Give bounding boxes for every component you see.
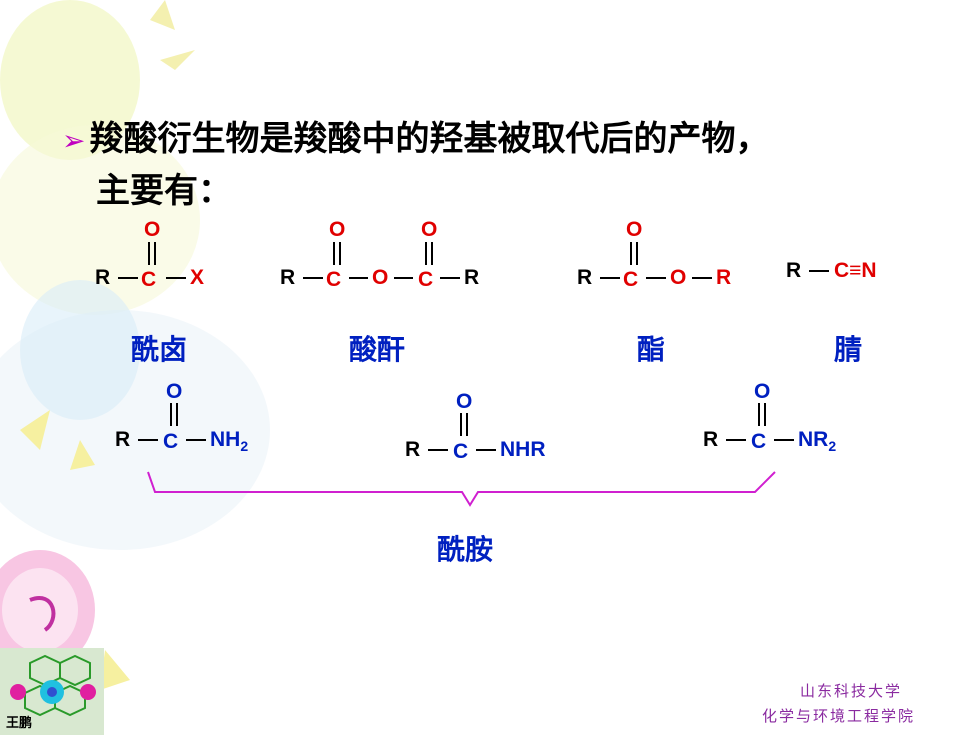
author-logo: 王鹏 <box>0 648 104 735</box>
ester-o: O <box>626 218 643 241</box>
amide3-r: R <box>703 428 719 451</box>
anhydride-r1: R <box>280 266 296 289</box>
anhydride-obridge: O <box>372 266 389 289</box>
acyl-halide-c: C <box>141 268 157 291</box>
amide3-o: O <box>754 380 771 403</box>
amide-name: 酰胺 <box>437 533 494 566</box>
anhydride-name: 酸酐 <box>349 333 406 366</box>
amide1-o: O <box>166 380 183 403</box>
ester-r2: R <box>716 266 732 289</box>
ester-c: C <box>623 268 639 291</box>
anhydride-o1: O <box>329 218 346 241</box>
ester-r1: R <box>577 266 593 289</box>
acyl-halide-o: O <box>144 218 161 241</box>
page-title: ➢羧酸衍生物是羧酸中的羟基被取代后的产物， <box>62 118 769 162</box>
ester-oalk: O <box>670 266 687 289</box>
amide2-n: NHR <box>500 438 546 461</box>
footer-university: 山东科技大学 <box>800 682 903 700</box>
anhydride-c2: C <box>418 268 434 291</box>
logo-text: 王鹏 <box>6 716 33 731</box>
ester-name: 酯 <box>637 333 666 366</box>
amide2-r: R <box>405 438 421 461</box>
acyl-halide-name: 酰卤 <box>131 333 188 366</box>
amide1-n: NH2 <box>210 428 249 455</box>
acyl-halide-r: R <box>95 266 111 289</box>
bullet-arrow-icon: ➢ <box>62 124 86 157</box>
anhydride-r2: R <box>464 266 480 289</box>
amide1-r: R <box>115 428 131 451</box>
nitrile-name: 腈 <box>834 333 863 366</box>
amide1-c: C <box>163 430 179 453</box>
footer-college: 化学与环境工程学院 <box>762 707 916 725</box>
molecule-icon <box>10 654 96 717</box>
anhydride-c1: C <box>326 268 342 291</box>
amide3-c: C <box>751 430 767 453</box>
title-line1: 羧酸衍生物是羧酸中的羟基被取代后的产物， <box>89 119 770 159</box>
nitrile-cn: C≡N <box>834 259 877 282</box>
amide2-o: O <box>456 390 473 413</box>
amide2-c: C <box>453 440 469 463</box>
nitrile-r: R <box>786 259 802 282</box>
acyl-halide-x: X <box>190 266 205 289</box>
amide3-n: NR2 <box>798 428 837 455</box>
title-line2: 主要有： <box>96 171 232 211</box>
anhydride-o2: O <box>421 218 438 241</box>
